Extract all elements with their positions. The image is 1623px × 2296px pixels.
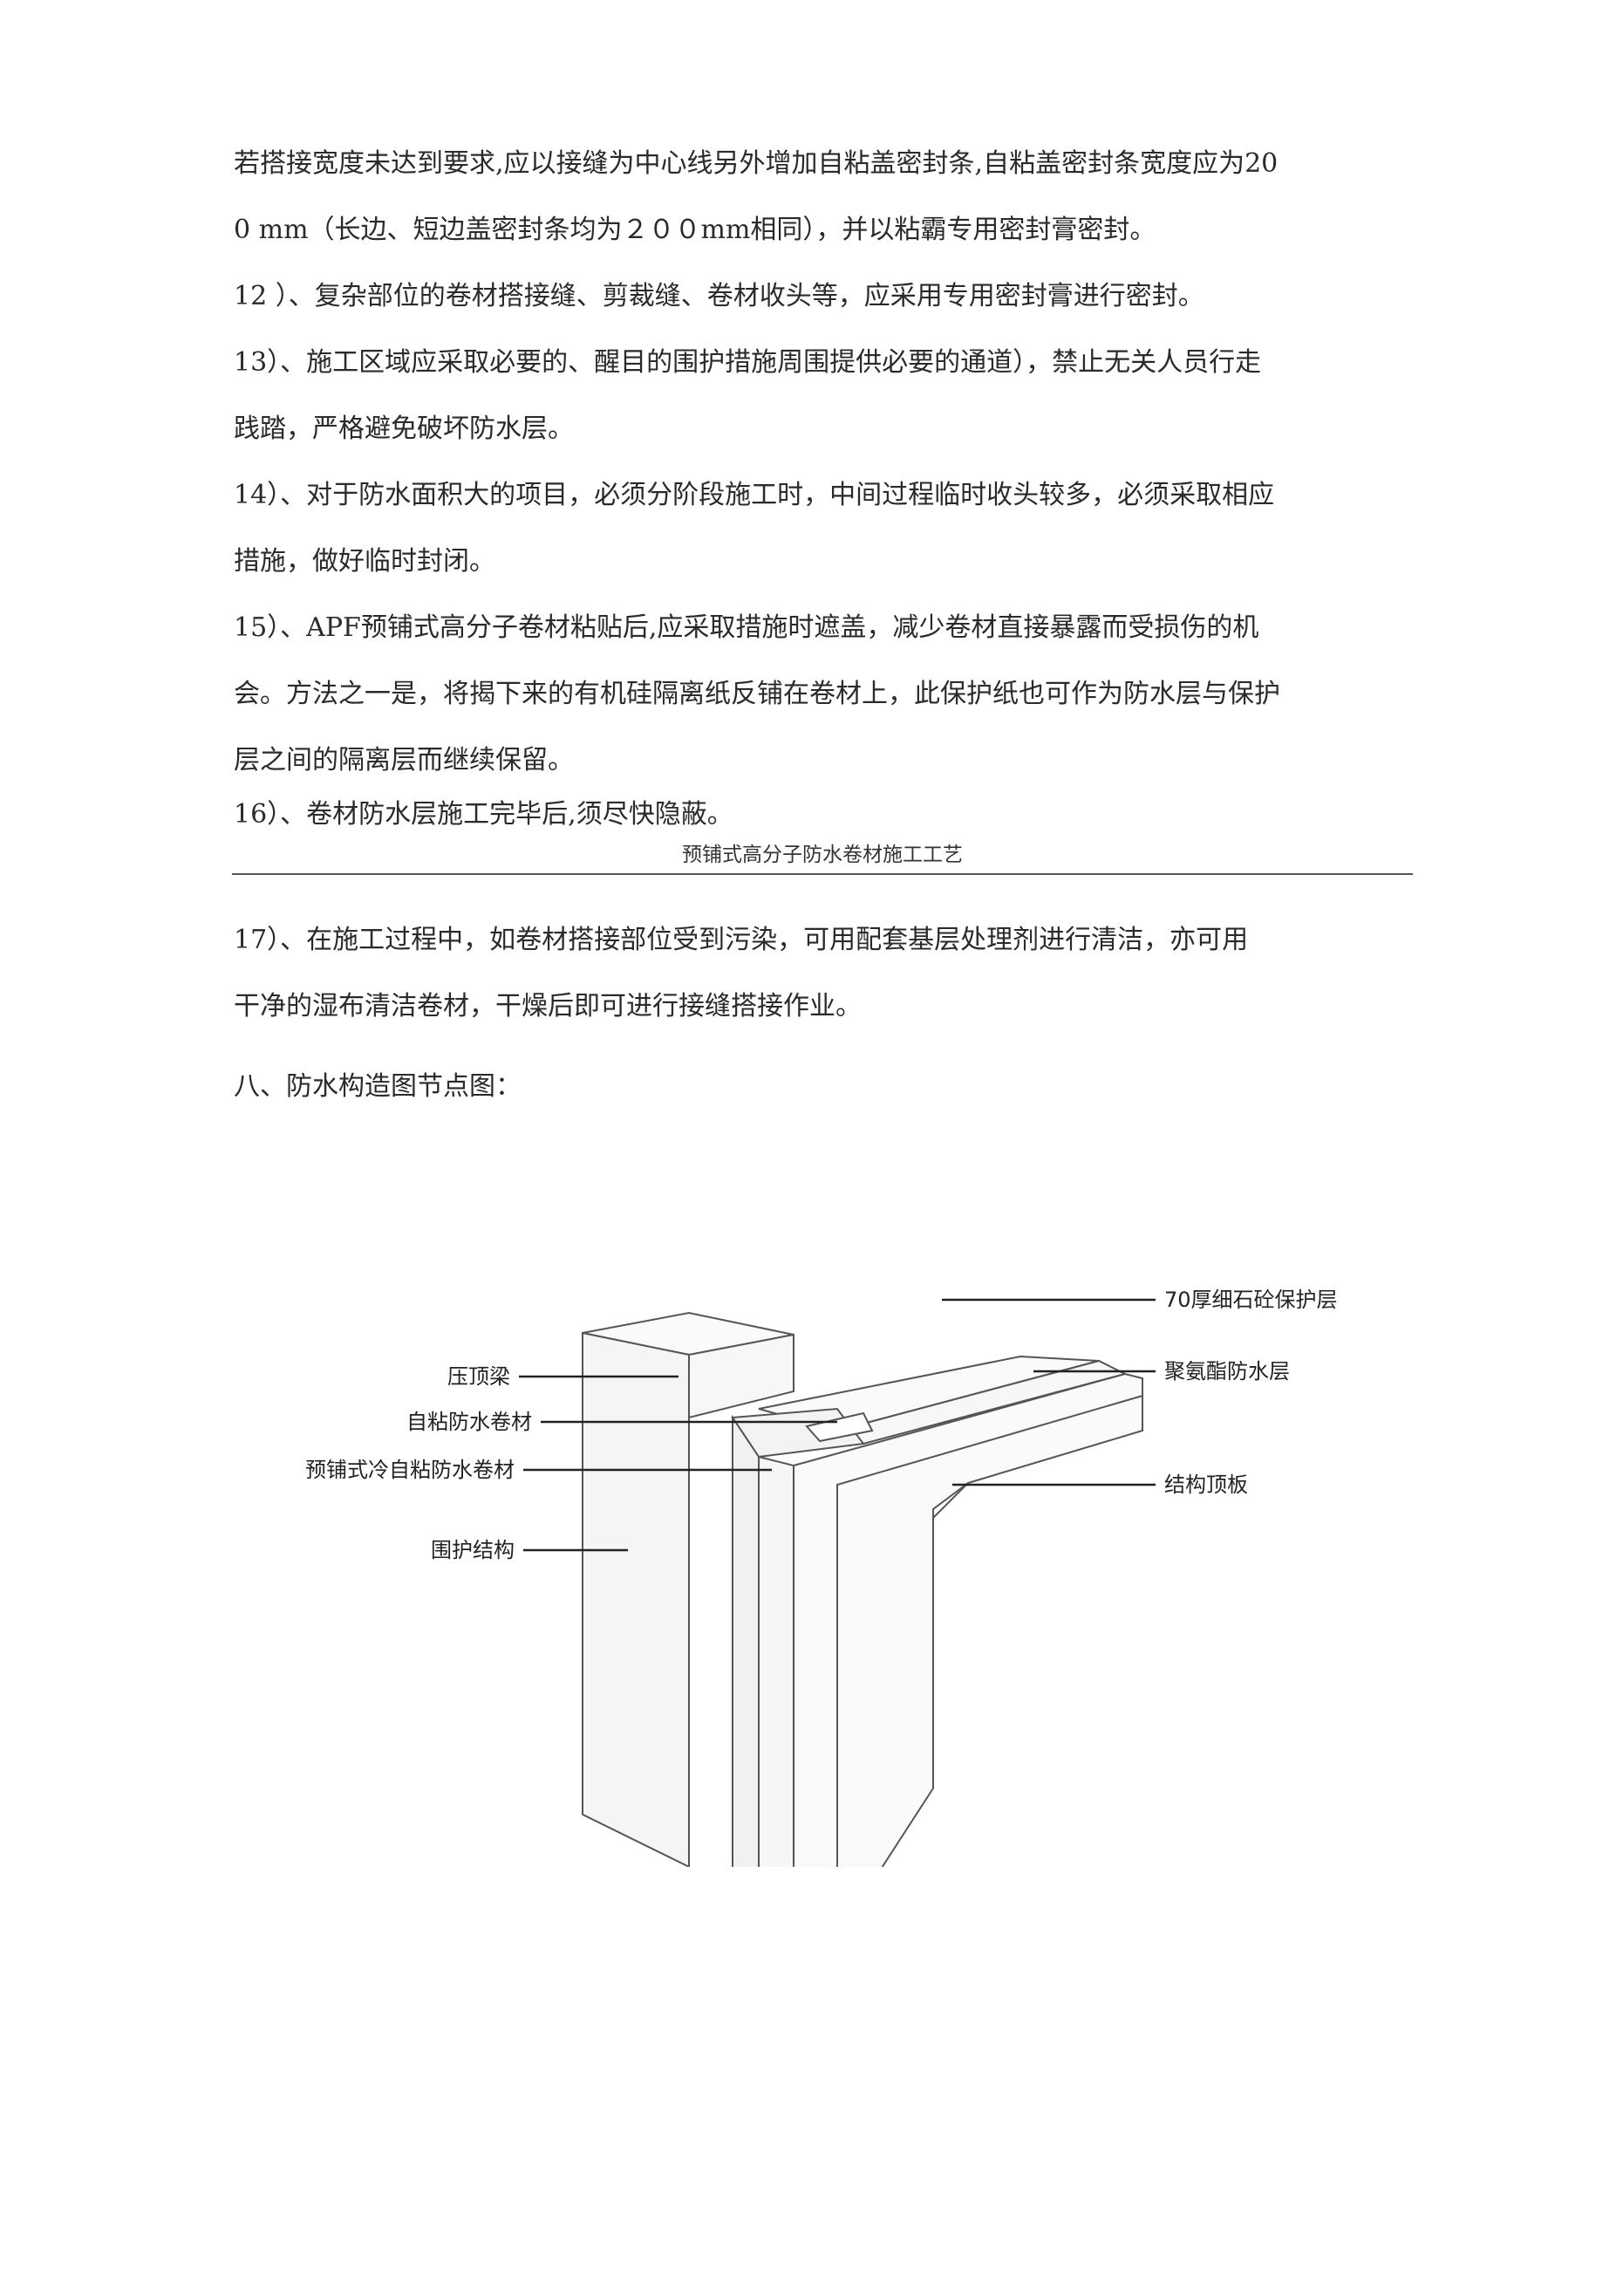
page-header-title: 预铺式高分子防水卷材施工工艺 [682,844,963,866]
text-line: 层之间的隔离层而继续保留。 [234,745,574,776]
haunch-edge [932,1482,969,1788]
section-heading: 八、防水构造图节点图： [234,1054,1411,1120]
text-line: 践踏，严格避免破坏防水层。 [234,413,574,444]
roof-slab-face [793,1372,1143,1867]
waterproof-node-diagram: 压顶梁 自粘防水卷材 预铺式冷自粘防水卷材 围护结构 70厚细石砼保护层 聚氨酯… [262,1256,1430,1867]
structure-drawing [582,1311,1143,1867]
leader-lines [519,1298,1156,1552]
pre-laid-membrane-face [732,1414,760,1867]
paragraph-1: 若搭接宽度未达到要求,应以接缝为中心线另外增加自粘盖密封条,自粘盖密封条宽度应为… [234,131,1411,263]
label-pre-laid-membrane: 预铺式冷自粘防水卷材 [305,1458,515,1482]
label-polyurethane-layer: 聚氨酯防水层 [1164,1359,1290,1384]
beam-side-face [688,1333,794,1419]
paragraph-13: 13）、施工区域应采取必要的、醒目的围护措施周围提供必要的通道），禁止无关人员行… [234,330,1411,462]
text-line: 会。方法之一是，将揭下来的有机硅隔离纸反铺在卷材上，此保护纸也可作为防水层与保护 [234,679,1280,709]
diagram-svg: 压顶梁 自粘防水卷材 预铺式冷自粘防水卷材 围护结构 70厚细石砼保护层 聚氨酯… [305,1288,1338,1867]
text-line: 若搭接宽度未达到要求,应以接缝为中心线另外增加自粘盖密封条,自粘盖密封条宽度应为… [234,148,1279,179]
header-divider [232,873,1413,875]
paragraph-17: 17）、在施工过程中，如卷材搭接部位受到污染，可用配套基层处理剂进行清洁，亦可用… [234,907,1411,1040]
roof-slab-edge [836,1395,1143,1867]
label-self-adhesive-membrane: 自粘防水卷材 [406,1410,532,1434]
overlap-strip [805,1411,874,1443]
text-line: 14）、对于防水面积大的项目，必须分阶段施工时，中间过程临时收头较多，必须采取相… [234,480,1275,510]
label-beam: 压顶梁 [447,1364,510,1389]
text-line: 17）、在施工过程中，如卷材搭接部位受到污染，可用配套基层处理剂进行清洁，亦可用 [234,925,1249,955]
membrane-vertical-layer [758,1455,794,1867]
paragraph-16: 16）、卷材防水层施工完毕后,须尽快隐蔽。 [234,782,1411,848]
paragraph-14: 14）、对于防水面积大的项目，必须分阶段施工时，中间过程临时收头较多，必须采取相… [234,462,1411,595]
text-line: 12 ）、复杂部位的卷材搭接缝、剪裁缝、卷材收头等，应采用专用密封膏进行密封。 [234,281,1204,311]
text-line: 干净的湿布清洁卷材，干燥后即可进行接缝搭接作业。 [234,991,862,1022]
label-protection-layer: 70厚细石砼保护层 [1164,1288,1338,1312]
text-line: 16）、卷材防水层施工完毕后,须尽快隐蔽。 [234,799,733,830]
text-line: 13）、施工区域应采取必要的、醒目的围护措施周围提供必要的通道），禁止无关人员行… [234,347,1262,378]
enclosure-front-face [582,1331,690,1867]
paragraph-12: 12 ）、复杂部位的卷材搭接缝、剪裁缝、卷材收头等，应采用专用密封膏进行密封。 [234,263,1411,330]
paragraph-15: 15）、APF预铺式高分子卷材粘贴后,应采取措施时遮盖，减少卷材直接暴露而受损伤… [234,595,1411,794]
text-line: 0 mm（长边、短边盖密封条均为２００mm相同），并以粘霸专用密封膏密封。 [234,215,1156,245]
label-enclosure: 围护结构 [431,1538,515,1562]
text-line: 15）、APF预铺式高分子卷材粘贴后,应采取措施时遮盖，减少卷材直接暴露而受损伤… [234,612,1259,643]
text-line: 措施，做好临时封闭。 [234,546,495,577]
section-title: 八、防水构造图节点图： [234,1071,522,1102]
label-roof-slab: 结构顶板 [1164,1473,1248,1497]
